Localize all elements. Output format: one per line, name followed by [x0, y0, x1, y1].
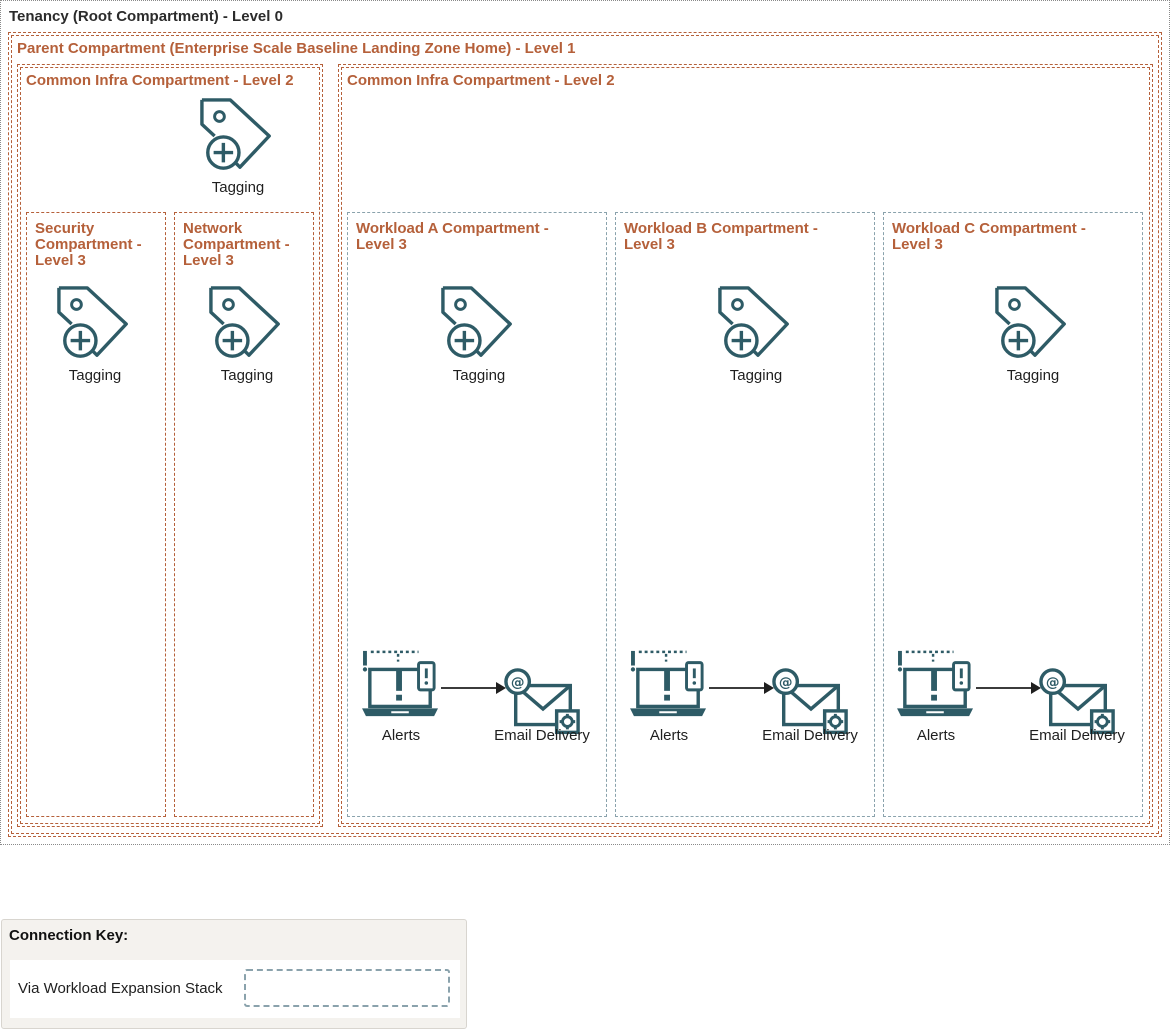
common-infra-left-inner-border [20, 67, 320, 824]
tagging-label: Tagging [452, 367, 506, 384]
workload-a-compartment: Workload A Compartment - Level 3 [347, 212, 607, 817]
alerts-icon [630, 648, 708, 722]
parent-compartment: Parent Compartment (Enterprise Scale Bas… [8, 32, 1162, 837]
security-title: Security Compartment - Level 3 [35, 220, 142, 269]
alerts-icon [897, 648, 975, 722]
common-infra-right-inner-border [341, 67, 1150, 824]
arrow-icon [709, 682, 774, 694]
alerts-icon [362, 648, 440, 722]
workload-c-title: Workload C Compartment - Level 3 [892, 220, 1086, 253]
connection-key-title: Connection Key: [9, 927, 129, 944]
arrow-icon [976, 682, 1041, 694]
tagging-label: Tagging [729, 367, 783, 384]
tagging-icon [56, 285, 134, 363]
security-compartment: Security Compartment - Level 3 [26, 212, 166, 817]
workload-b-compartment: Workload B Compartment - Level 3 [615, 212, 875, 817]
connection-key-panel: Connection Key: Via Workload Expansion S… [1, 919, 467, 1029]
tagging-label: Tagging [220, 367, 274, 384]
common-infra-left-title: Common Infra Compartment - Level 2 [26, 72, 294, 89]
alerts-label: Alerts [381, 727, 421, 744]
common-infra-left-compartment: Common Infra Compartment - Level 2 [17, 64, 323, 827]
tagging-label: Tagging [211, 179, 265, 196]
tagging-label: Tagging [1006, 367, 1060, 384]
connection-key-entry: Via Workload Expansion Stack [10, 960, 460, 1018]
alerts-label: Alerts [916, 727, 956, 744]
network-title: Network Compartment - Level 3 [183, 220, 290, 269]
email-delivery-label: Email Delivery [1029, 727, 1125, 744]
email-delivery-label: Email Delivery [494, 727, 590, 744]
tagging-label: Tagging [68, 367, 122, 384]
workload-a-title: Workload A Compartment - Level 3 [356, 220, 549, 253]
tagging-icon [994, 285, 1072, 363]
email-delivery-label: Email Delivery [762, 727, 858, 744]
network-compartment: Network Compartment - Level 3 [174, 212, 314, 817]
tagging-icon [717, 285, 795, 363]
parent-compartment-inner-border [11, 35, 1159, 834]
tagging-icon [199, 97, 277, 175]
parent-title: Parent Compartment (Enterprise Scale Bas… [17, 40, 576, 57]
tagging-icon [440, 285, 518, 363]
tenancy-title: Tenancy (Root Compartment) - Level 0 [9, 8, 283, 25]
common-infra-right-compartment: Common Infra Compartment - Level 2 [338, 64, 1153, 827]
workload-b-title: Workload B Compartment - Level 3 [624, 220, 818, 253]
workload-c-compartment: Workload C Compartment - Level 3 [883, 212, 1143, 817]
arrow-icon [441, 682, 506, 694]
connection-key-dashed-sample [244, 969, 450, 1007]
connection-key-label: Via Workload Expansion Stack [18, 980, 223, 997]
common-infra-right-title: Common Infra Compartment - Level 2 [347, 72, 615, 89]
alerts-label: Alerts [649, 727, 689, 744]
tagging-icon [208, 285, 286, 363]
